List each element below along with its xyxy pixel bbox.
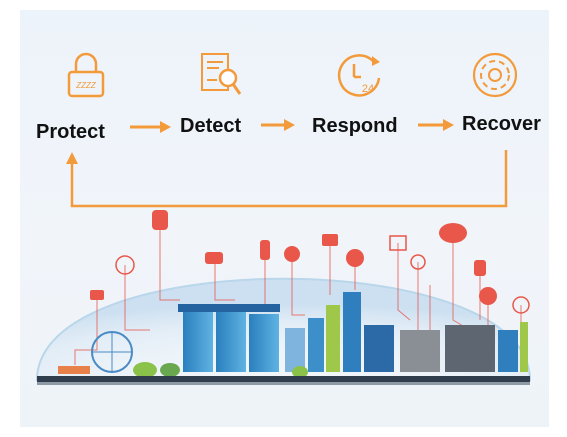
clock-24-icon: 24 <box>337 54 381 97</box>
wifi-icon <box>284 246 300 262</box>
svg-text:24: 24 <box>362 83 374 95</box>
cloud-lock-icon <box>439 223 467 243</box>
police-car-icon <box>322 234 338 246</box>
cctv-icon <box>346 249 364 267</box>
city-skyline <box>37 292 530 385</box>
train-icon <box>474 260 486 276</box>
map-pin-icon <box>152 210 168 230</box>
bulb-icon <box>410 254 426 270</box>
traffic-light-icon <box>260 240 270 260</box>
stage-label-respond: Respond <box>312 115 398 137</box>
stage-label-detect: Detect <box>180 115 242 137</box>
ship-icon <box>90 290 104 300</box>
recovery-cycle-icon <box>472 52 518 98</box>
process-flow-arrows <box>66 119 508 208</box>
home-wifi-icon <box>479 287 497 305</box>
padlock-icon: ZZZZ <box>67 52 105 98</box>
stage-label-recover: Recover <box>462 113 541 135</box>
wind-turbine-icon <box>512 296 530 314</box>
document-magnifier-icon <box>201 53 242 95</box>
taxi-icon <box>205 252 223 264</box>
antenna-icon <box>115 255 135 275</box>
service-icons <box>90 210 530 314</box>
analytics-screen-icon <box>389 235 407 251</box>
stage-label-protect: Protect <box>36 121 105 143</box>
svg-text:ZZZZ: ZZZZ <box>75 81 97 90</box>
